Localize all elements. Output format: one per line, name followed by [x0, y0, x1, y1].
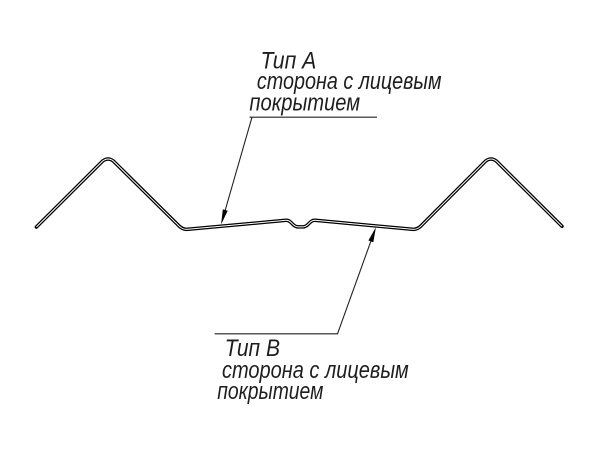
svg-text:Тип А: Тип А: [261, 46, 317, 74]
svg-text:покрытием: покрытием: [217, 377, 323, 405]
svg-text:сторона с лицевым: сторона с лицевым: [257, 67, 442, 94]
svg-text:сторона с лицевым: сторона с лицевым: [222, 356, 409, 383]
svg-text:Тип В: Тип В: [225, 335, 280, 362]
svg-text:покрытием: покрытием: [249, 89, 360, 116]
